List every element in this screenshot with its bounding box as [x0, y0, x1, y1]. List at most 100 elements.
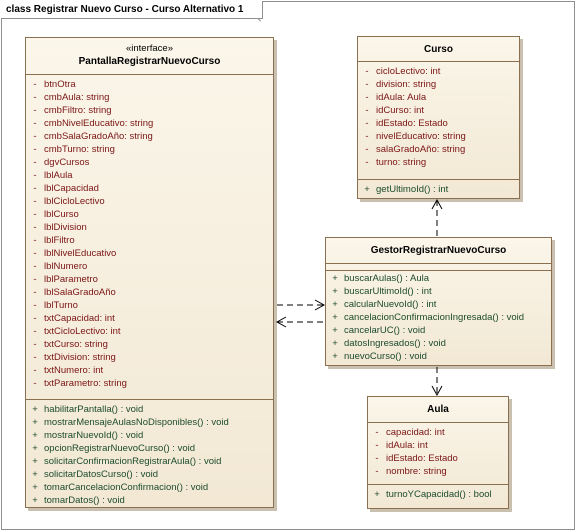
attribute-row[interactable]: -idAula: int — [368, 439, 508, 452]
attribute-text: lblCurso — [44, 209, 79, 220]
operation-row[interactable]: +mostrarNuevoId() : void — [26, 429, 273, 442]
operation-row[interactable]: +buscarUltimoId() : int — [326, 285, 551, 298]
visibility-marker: - — [33, 144, 37, 155]
visibility-marker: - — [33, 365, 37, 376]
operation-row[interactable]: + opcionRegistrarNuevoCurso() : void — [26, 442, 273, 455]
class-name: Aula — [427, 404, 449, 415]
class-header: GestorRegistrarNuevoCurso — [326, 238, 551, 264]
operation-text: buscarAulas() : Aula — [344, 273, 430, 284]
attribute-row[interactable]: -txtNumero: int — [26, 364, 273, 377]
attribute-row[interactable]: -txtDivision: string — [26, 351, 273, 364]
visibility-marker: + — [32, 443, 38, 454]
attribute-text: btnOtra — [44, 79, 76, 90]
attribute-text: salaGradoAño: string — [376, 144, 466, 155]
attribute-row[interactable]: -cmbAula: string — [26, 91, 273, 104]
attribute-row[interactable]: -lblCicloLectivo — [26, 195, 273, 208]
operation-text: solicitarConfirmacionRegistrarAula() : v… — [44, 456, 222, 467]
attribute-row[interactable]: -txtCicloLectivo: int — [26, 325, 273, 338]
operation-row[interactable]: +solicitarDatosCurso() : void — [26, 468, 273, 481]
visibility-marker: - — [33, 248, 37, 259]
operation-row[interactable]: +mostrarMensajeAulasNoDisponibles() : vo… — [26, 416, 273, 429]
attribute-text: idCurso: int — [376, 105, 425, 116]
attribute-row[interactable]: -lblTurno — [26, 299, 273, 312]
operation-row[interactable]: +solicitarConfirmacionRegistrarAula() : … — [26, 455, 273, 468]
attribute-row[interactable]: -cmbFiltro: string — [26, 104, 273, 117]
attribute-text: lblNivelEducativo — [44, 248, 117, 259]
visibility-marker: + — [32, 495, 38, 506]
attribute-row[interactable]: -txtCurso: string — [26, 338, 273, 351]
attribute-row[interactable]: -lblDivision — [26, 221, 273, 234]
attribute-text: lblCicloLectivo — [44, 196, 105, 207]
attribute-text: idAula: Aula — [376, 92, 427, 103]
visibility-marker: - — [33, 209, 37, 220]
attribute-text: lblTurno — [44, 300, 78, 311]
operation-row[interactable]: +nuevoCurso() : void — [326, 350, 551, 363]
operation-row[interactable]: +tomarDatos() : void — [26, 494, 273, 507]
operation-text: opcionRegistrarNuevoCurso() : void — [44, 443, 196, 454]
attribute-text: cmbSalaGradoAño: string — [44, 131, 153, 142]
operation-row[interactable]: +cancelacionConfirmacionIngresada() : vo… — [326, 311, 551, 324]
visibility-marker: - — [365, 144, 369, 155]
attribute-row[interactable]: -cmbSalaGradoAño: string — [26, 130, 273, 143]
attribute-text: capacidad: int — [386, 427, 445, 438]
attribute-row[interactable]: -division: string — [358, 78, 519, 91]
attribute-row[interactable]: -lblAula — [26, 169, 273, 182]
class-gestor-registrar-nuevo-curso[interactable]: GestorRegistrarNuevoCurso + buscarAulas()… — [325, 237, 552, 366]
attribute-row[interactable]: -lblNumero — [26, 260, 273, 273]
attribute-text: idEstado: Estado — [386, 453, 458, 464]
visibility-marker: + — [332, 273, 338, 284]
class-stereotype: «interface» — [125, 43, 173, 54]
visibility-marker: - — [33, 235, 37, 246]
attribute-text: txtCurso: string — [44, 339, 108, 350]
operation-row[interactable]: +turnoYCapacidad() : bool — [368, 488, 508, 501]
attribute-row[interactable]: -lblParametro — [26, 273, 273, 286]
attribute-row[interactable]: -lblSalaGradoAño — [26, 286, 273, 299]
class-curso[interactable]: Curso -cicloLectivo: int-division: strin… — [357, 36, 520, 199]
attribute-row[interactable]: -lblFiltro — [26, 234, 273, 247]
class-aula[interactable]: Aula -capacidad: int-idAula: int-idEstad… — [367, 396, 509, 509]
attribute-row[interactable]: -txtParametro: string — [26, 377, 273, 390]
attribute-row[interactable]: -txtCapacidad: int — [26, 312, 273, 325]
attribute-row[interactable]: -lblNivelEducativo — [26, 247, 273, 260]
class-header: Curso — [358, 37, 519, 62]
attribute-row[interactable]: -dgvCursos — [26, 156, 273, 169]
attribute-row[interactable]: -turno: string — [358, 156, 519, 169]
attribute-row[interactable]: -btnOtra — [26, 78, 273, 91]
visibility-marker: - — [33, 313, 37, 324]
visibility-marker: - — [33, 157, 37, 168]
operations-compartment: + buscarAulas() : Aula+buscarUltimoId() :… — [326, 271, 551, 366]
attribute-row[interactable]: -lblCapacidad — [26, 182, 273, 195]
attribute-row[interactable]: -capacidad: int — [368, 426, 508, 439]
attribute-row[interactable]: -cmbTurno: string — [26, 143, 273, 156]
attribute-row[interactable]: -cicloLectivo: int — [358, 65, 519, 78]
operation-row[interactable]: +tomarCancelacionConfirmacion() : void — [26, 481, 273, 494]
attribute-text: cmbTurno: string — [44, 144, 115, 155]
operation-row[interactable]: +getUltimoId() : int — [358, 183, 519, 196]
visibility-marker: - — [365, 131, 369, 142]
attribute-row[interactable]: -idAula: Aula — [358, 91, 519, 104]
attribute-row[interactable]: -nivelEducativo: string — [358, 130, 519, 143]
operation-row[interactable]: +calcularNuevoId() : int — [326, 298, 551, 311]
class-pantalla-registrar-nuevo-curso[interactable]: «interface» PantallaRegistrarNuevoCurso … — [25, 37, 274, 508]
attribute-row[interactable]: -idCurso: int — [358, 104, 519, 117]
attribute-row[interactable]: -cmbNivelEducativo: string — [26, 117, 273, 130]
operation-text: cancelacionConfirmacionIngresada() : voi… — [344, 312, 525, 323]
attribute-text: division: string — [376, 79, 437, 90]
attribute-text: dgvCursos — [44, 157, 90, 168]
operation-row[interactable]: +habilitarPantalla() : void — [26, 403, 273, 416]
attribute-text: txtDivision: string — [44, 352, 116, 363]
visibility-marker: + — [332, 286, 338, 297]
operation-row[interactable]: + buscarAulas() : Aula — [326, 272, 551, 285]
visibility-marker: - — [375, 440, 379, 451]
attribute-text: lblSalaGradoAño — [44, 287, 116, 298]
attribute-row[interactable]: -idEstado: Estado — [368, 452, 508, 465]
visibility-marker: - — [33, 339, 37, 350]
attribute-row[interactable]: -nombre: string — [368, 465, 508, 478]
attribute-row[interactable]: -idEstado: Estado — [358, 117, 519, 130]
operation-row[interactable]: +datosIngresados() : void — [326, 337, 551, 350]
visibility-marker: - — [365, 157, 369, 168]
attribute-row[interactable]: -salaGradoAño: string — [358, 143, 519, 156]
attribute-row[interactable]: -lblCurso — [26, 208, 273, 221]
operation-row[interactable]: +cancelarUC() : void — [326, 324, 551, 337]
attributes-compartment: -btnOtra-cmbAula: string-cmbFiltro: stri… — [26, 75, 273, 400]
